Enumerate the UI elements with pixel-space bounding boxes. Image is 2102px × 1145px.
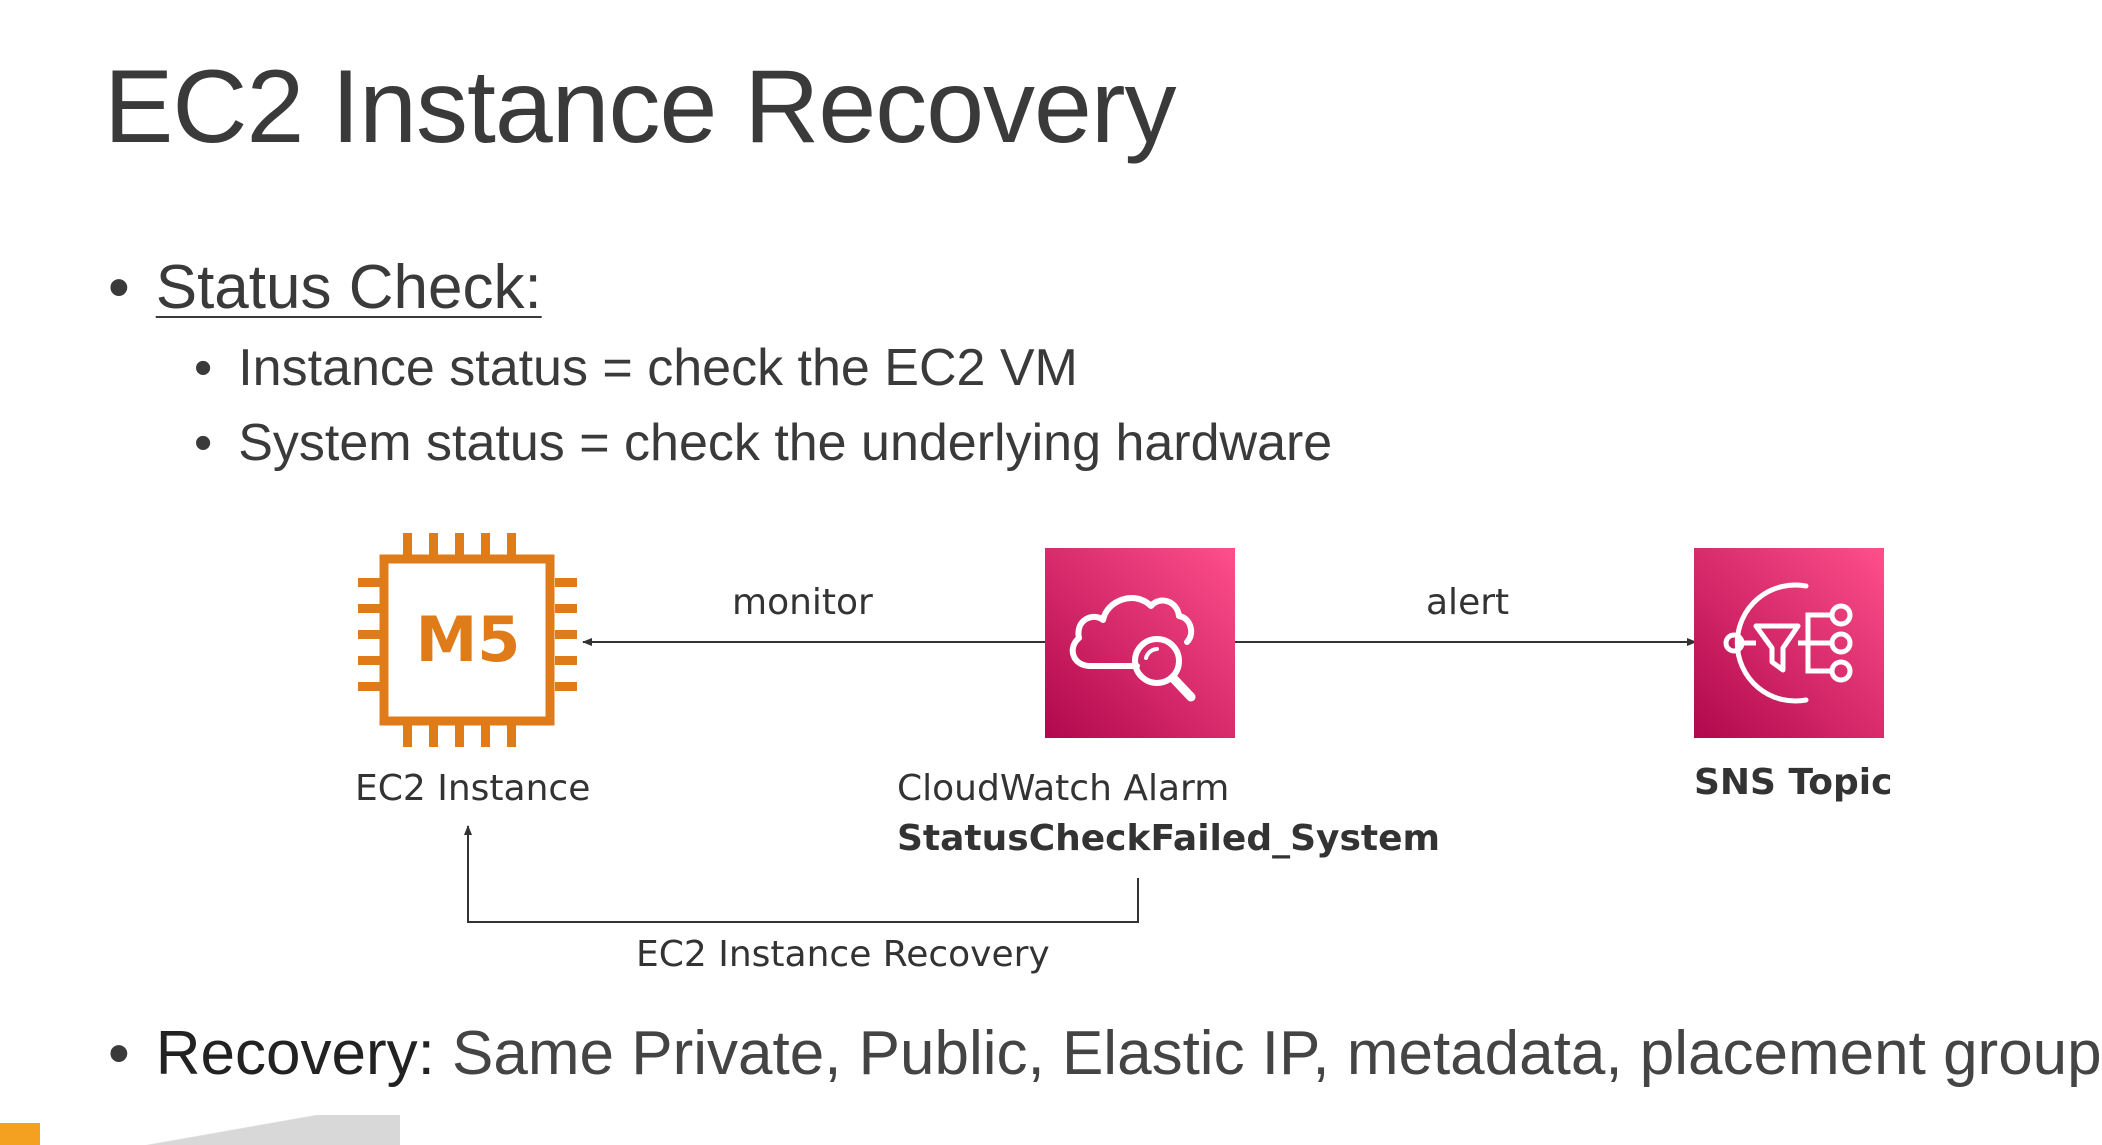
alarm-name-label: StatusCheckFailed_System: [897, 818, 1441, 859]
bullet-recovery-label: Recovery:: [155, 1019, 435, 1088]
bullet-system-status-text: System status = check the underlying har…: [238, 414, 1333, 472]
bullet-recovery: • Recovery: Same Private, Public, Elastic…: [108, 1018, 2102, 1089]
slide-corner-decoration: [0, 1115, 400, 1145]
sns-topic-icon: [1723, 582, 1853, 704]
bullet-recovery-text: Same Private, Public, Elastic IP, metada…: [434, 1019, 2102, 1088]
bullet-status-check: • Status Check:: [108, 252, 542, 323]
bullet-dot: •: [194, 414, 213, 472]
ec2-chip-text: M5: [415, 603, 521, 676]
bullet-status-check-label: Status Check:: [155, 253, 542, 322]
bullet-dot: •: [194, 339, 213, 397]
slide-corner-accent: [0, 1123, 40, 1145]
recovery-arrow: [464, 825, 1139, 923]
cloudwatch-alarm-icon-box: [1045, 548, 1235, 738]
alert-edge-label: alert: [1426, 582, 1510, 623]
bullet-dot: •: [108, 1019, 130, 1088]
bullet-system-status: • System status = check the underlying ha…: [194, 413, 1332, 473]
monitor-edge-label: monitor: [732, 582, 873, 623]
ec2-instance-label: EC2 Instance: [355, 768, 591, 809]
bullet-instance-status: • Instance status = check the EC2 VM: [194, 338, 1078, 398]
sns-topic-label: SNS Topic: [1694, 762, 1893, 803]
cloudwatch-alarm-icon: [1069, 595, 1196, 702]
recovery-edge-label: EC2 Instance Recovery: [636, 934, 1050, 975]
cloudwatch-alarm-label: CloudWatch Alarm: [897, 768, 1230, 809]
slide-title: EC2 Instance Recovery: [104, 49, 1177, 165]
sns-topic-icon-box: [1694, 548, 1884, 738]
bullet-instance-status-text: Instance status = check the EC2 VM: [238, 339, 1078, 397]
bullet-dot: •: [108, 253, 130, 322]
